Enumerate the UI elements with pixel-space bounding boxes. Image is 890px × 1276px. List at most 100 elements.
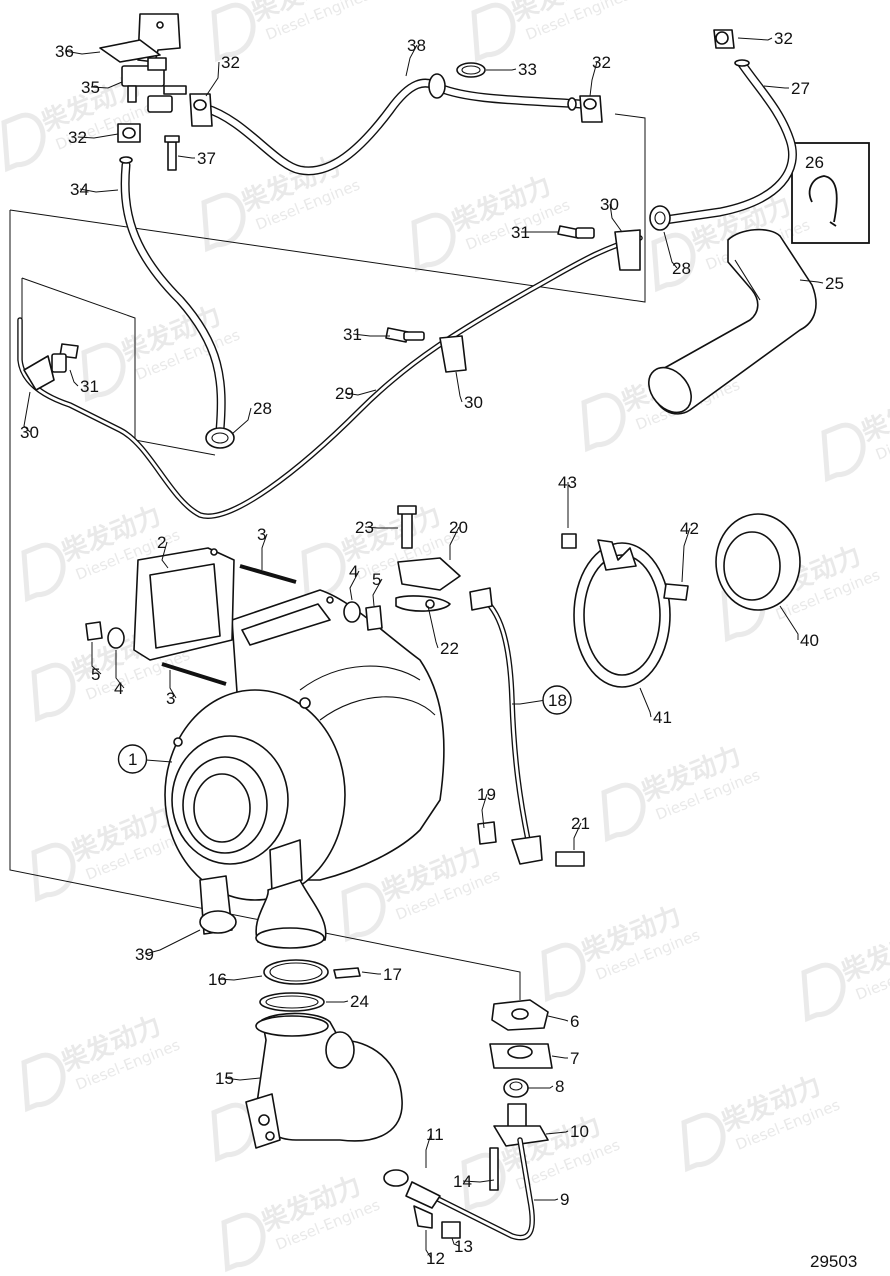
- leader-line-12: [425, 1230, 432, 1259]
- callout-25: 25: [825, 274, 844, 293]
- leader-line-32: [205, 61, 220, 97]
- callout-5: 5: [372, 570, 381, 589]
- upper-small-parts: [23, 13, 838, 449]
- callout-31: 31: [343, 325, 362, 344]
- callout-32: 32: [221, 53, 240, 72]
- callout-5: 5: [91, 665, 100, 684]
- air-hose-25: [648, 228, 817, 415]
- leader-line-14: [462, 1179, 495, 1183]
- pipe-29: [17, 235, 643, 519]
- leader-line-42: [681, 527, 691, 583]
- outlet-clamp-and-ring: [561, 513, 801, 688]
- callout-30: 30: [600, 195, 619, 214]
- callout-41: 41: [653, 708, 672, 727]
- leader-line-21: [573, 822, 582, 850]
- callout-27: 27: [791, 79, 810, 98]
- leader-line-9: [534, 1198, 559, 1201]
- callout-23: 23: [355, 518, 374, 537]
- leader-line-4: [115, 650, 125, 689]
- leader-line-32: [737, 37, 773, 41]
- callout-7: 7: [570, 1049, 579, 1068]
- callout-28: 28: [672, 259, 691, 278]
- hose-27: [660, 59, 797, 225]
- callout-17: 17: [383, 965, 402, 984]
- callout-32: 32: [68, 128, 87, 147]
- callout-30: 30: [464, 393, 483, 412]
- leader-line-24: [326, 1000, 349, 1003]
- leader-line-10: [545, 1130, 569, 1135]
- leader-line-18: [512, 699, 547, 705]
- callout-36: 36: [55, 42, 74, 61]
- callout-9: 9: [560, 1190, 569, 1209]
- spacers-and-nuts: [85, 601, 383, 649]
- leader-line-19: [481, 793, 488, 829]
- leader-line-15: [224, 1077, 261, 1081]
- leader-line-40: [779, 605, 799, 640]
- oil-drain-assembly: [383, 999, 553, 1241]
- leader-line-3: [261, 533, 268, 570]
- callout-29: 29: [335, 384, 354, 403]
- leader-line-28: [663, 231, 678, 269]
- callout-1: 1: [128, 750, 137, 769]
- callout-43: 43: [558, 473, 577, 492]
- callout-34: 34: [70, 180, 89, 199]
- gasket-and-studs: [133, 547, 334, 686]
- callout-11: 11: [426, 1125, 444, 1144]
- turbocharger-1: [164, 589, 445, 949]
- oil-inlet-fitting: [395, 505, 585, 867]
- leader-line-37: [177, 155, 195, 159]
- hose-38: [200, 73, 585, 176]
- leader-line-25: [799, 279, 824, 284]
- callout-4: 4: [114, 679, 123, 698]
- leader-line-38: [405, 44, 418, 77]
- figure-number: 29503: [810, 1252, 857, 1271]
- callout-35: 35: [81, 78, 100, 97]
- callout-circle-1: [117, 744, 148, 774]
- leader-line-33: [486, 68, 517, 71]
- callout-32: 32: [774, 29, 793, 48]
- leader-line-35: [90, 81, 123, 89]
- callout-42: 42: [680, 519, 699, 538]
- leader-line-22: [427, 605, 439, 649]
- callout-31: 31: [80, 377, 99, 396]
- leader-line-5: [372, 578, 383, 607]
- callout-21: 21: [571, 814, 590, 833]
- leader-line-11: [425, 1133, 432, 1168]
- leader-line-6: [547, 1015, 569, 1022]
- leader-line-29: [344, 389, 377, 396]
- leader-line-3: [169, 670, 177, 699]
- callout-18: 18: [548, 691, 567, 710]
- leader-line-16: [217, 975, 263, 981]
- leader-line-13: [451, 1237, 460, 1247]
- callout-26: 26: [805, 153, 824, 172]
- leader-line-30: [455, 371, 463, 403]
- callout-6: 6: [570, 1012, 579, 1031]
- callout-14: 14: [453, 1172, 472, 1191]
- leader-line-4: [349, 570, 360, 601]
- leader-line-20: [449, 526, 460, 560]
- callout-12: 12: [426, 1249, 445, 1268]
- callout-15: 15: [215, 1069, 234, 1088]
- leader-line-31: [69, 369, 79, 387]
- callout-37: 37: [197, 149, 216, 168]
- callout-10: 10: [570, 1122, 589, 1141]
- callout-3: 3: [166, 689, 175, 708]
- callout-8: 8: [555, 1077, 564, 1096]
- leader-line-27: [763, 85, 789, 89]
- leader-line-34: [79, 188, 119, 193]
- hose-34: [119, 156, 226, 435]
- leader-line-23: [364, 526, 398, 529]
- callout-24: 24: [350, 992, 369, 1011]
- callout-2: 2: [157, 533, 166, 552]
- callout-4: 4: [349, 562, 358, 581]
- callout-22: 22: [440, 639, 459, 658]
- callout-3: 3: [257, 525, 266, 544]
- callout-circle-18: [542, 685, 572, 715]
